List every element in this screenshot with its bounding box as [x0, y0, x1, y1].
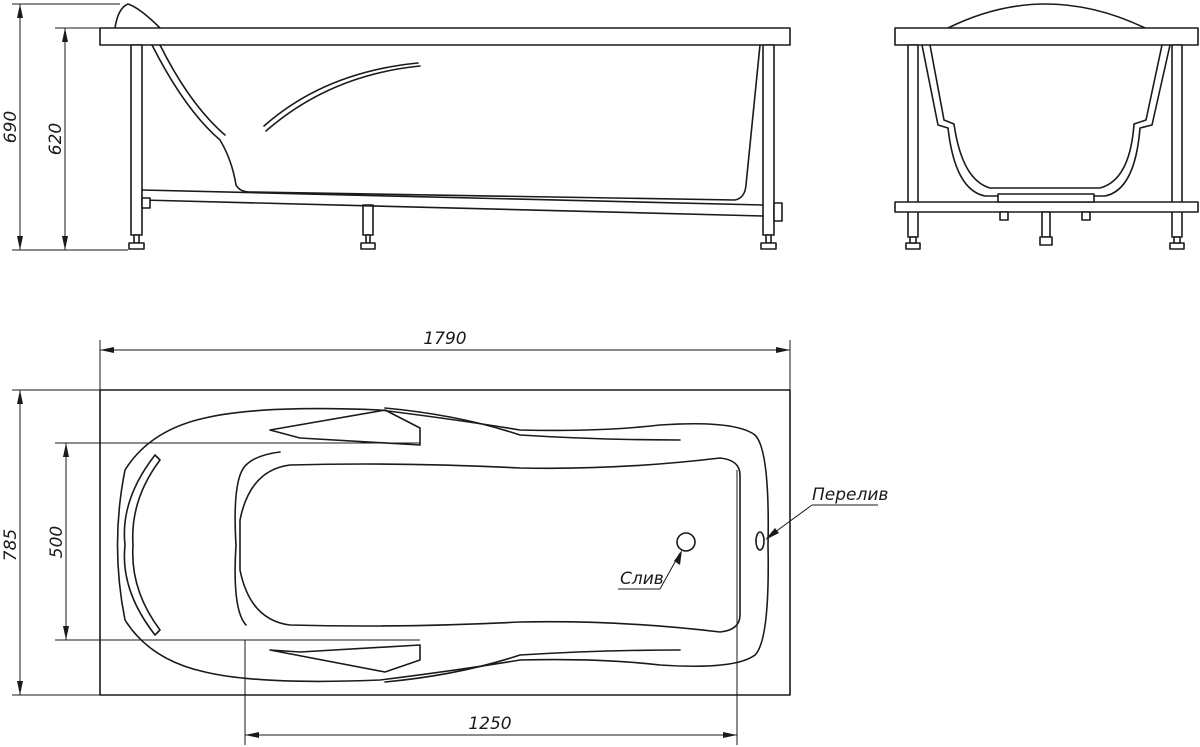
- side-frame-bar: [141, 189, 764, 217]
- top-decor-upper: [384, 407, 681, 441]
- side-decor-arc: [263, 62, 421, 132]
- end-tub-inner: [929, 44, 1163, 189]
- side-rim: [99, 27, 791, 46]
- end-rim: [894, 27, 1199, 46]
- side-bracket-left: [141, 197, 151, 209]
- drain-circle: [676, 532, 696, 552]
- side-tub-inner: [159, 44, 226, 136]
- top-view: 1790 785 500 1250 Перелив Слив: [1, 329, 888, 745]
- top-decor-lower: [384, 649, 681, 683]
- side-leg-right: [762, 44, 775, 236]
- top-headrest-grip: [123, 454, 161, 636]
- top-basin-step: [234, 451, 281, 626]
- dim-total-height: 690: [1, 111, 21, 143]
- end-mid-leg: [1041, 211, 1051, 238]
- dim-width: 785: [1, 529, 21, 561]
- side-mid-foot-stem: [365, 234, 371, 244]
- drain-label: Слив: [620, 569, 664, 589]
- dim-tub-height: 620: [46, 123, 66, 155]
- side-headrest: [114, 3, 161, 29]
- side-mid-foot: [360, 242, 376, 250]
- end-support: [997, 193, 1095, 203]
- top-armrest-lower: [269, 644, 421, 673]
- end-view: [894, 3, 1199, 250]
- dim-inner-width: 500: [47, 526, 67, 558]
- side-mid-leg: [362, 204, 374, 236]
- end-headrest: [947, 3, 1146, 29]
- dim-length: 1790: [423, 329, 466, 349]
- side-bracket-right: [773, 202, 783, 222]
- overflow-label: Перелив: [812, 485, 888, 505]
- end-foot-right: [1169, 242, 1185, 250]
- side-leg-left: [130, 44, 143, 236]
- overflow-ellipse: [755, 531, 765, 551]
- side-foot-left: [128, 242, 145, 250]
- side-view: 690 620: [1, 3, 791, 251]
- top-basin-contour: [239, 457, 741, 633]
- dim-inner-length: 1250: [468, 714, 511, 734]
- end-tub-shell: [921, 44, 1171, 197]
- side-foot-right-stem: [765, 234, 772, 244]
- top-outline: [99, 389, 791, 696]
- end-foot-left: [905, 242, 921, 250]
- top-armrest-upper: [269, 409, 421, 446]
- side-tub-body: [151, 44, 761, 201]
- end-frame-bar: [894, 201, 1199, 213]
- side-foot-right: [760, 242, 777, 250]
- side-foot-left-stem: [133, 234, 140, 244]
- top-tub-contour: [116, 407, 770, 683]
